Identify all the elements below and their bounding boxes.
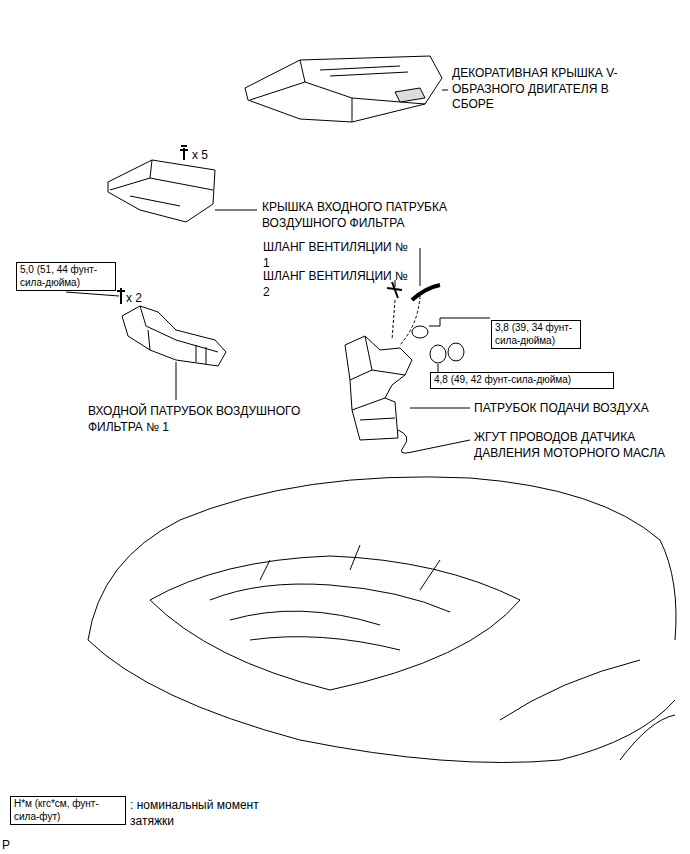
intake-cover-detail (110, 160, 213, 206)
air-connector-detail (350, 336, 405, 420)
leader-line (442, 90, 448, 91)
engine-bay (150, 556, 520, 690)
part-label: ШЛАНГ ВЕНТИЛЯЦИИ № 2 (263, 269, 413, 300)
intake-cover (108, 160, 215, 222)
torque-value: Н*м (кгс*см, фунт-сила-фут) (14, 798, 122, 823)
torque-value: 3,8 (39, 34 фунт-сила-дюйма) (495, 322, 577, 347)
part-label: x 5 (192, 148, 232, 164)
leader-line (438, 364, 439, 372)
car-hood (88, 477, 676, 640)
part-label: x 2 (126, 291, 166, 307)
part-label: ЖГУТ ПРОВОДОВ ДАТЧИКА ДАВЛЕНИЯ МОТОРНОГО… (474, 430, 674, 461)
clamp (430, 345, 446, 363)
leader-line (410, 408, 470, 409)
wire-harness (398, 430, 470, 453)
inlet-pipe (122, 306, 226, 366)
torque-box: Н*м (кгс*см, фунт-сила-фут) (10, 796, 126, 825)
leader-line (215, 210, 257, 211)
bolt (180, 146, 188, 160)
engine-cover-detail (250, 60, 425, 122)
part-label: КРЫШКА ВХОДНОГО ПАТРУБКА ВОЗДУШНОГО ФИЛЬ… (262, 200, 532, 231)
part-label: ВХОДНОЙ ПАТРУБОК ВОЗДУШНОГО ФИЛЬТРА № 1 (88, 404, 348, 435)
engine-cover (245, 56, 442, 122)
part-label: ШЛАНГ ВЕНТИЛЯЦИИ № 1 (263, 240, 413, 271)
part-label: : номинальный момент затяжки (130, 798, 260, 829)
torque-box: 5,0 (51, 44 фунт-сила-дюйма) (16, 262, 116, 291)
leader-line (176, 362, 177, 400)
ventilation-hose-1 (412, 285, 440, 300)
part-label: ПАТРУБОК ПОДАЧИ ВОЗДУХА (474, 401, 684, 417)
clamp (412, 326, 428, 338)
car-body (88, 640, 675, 763)
torque-box: 3,8 (39, 34 фунт-сила-дюйма) (491, 320, 581, 349)
torque-value: 5,0 (51, 44 фунт-сила-дюйма) (20, 264, 112, 289)
torque-value: 4,8 (49, 42 фунт-сила-дюйма) (434, 374, 610, 387)
engine-cover-logo (395, 88, 425, 102)
air-connector (345, 336, 412, 440)
leader-line (429, 318, 490, 326)
engine (210, 545, 450, 650)
torque-box: 4,8 (49, 42 фунт-сила-дюйма) (430, 372, 614, 389)
inlet-pipe-detail (140, 306, 218, 364)
part-label: ДЕКОРАТИВНАЯ КРЫШКА V-ОБРАЗНОГО ДВИГАТЕЛ… (452, 66, 632, 113)
leader-line (66, 292, 119, 296)
clamp (448, 343, 464, 361)
part-label: P (2, 838, 22, 854)
car-body-line (500, 660, 675, 760)
